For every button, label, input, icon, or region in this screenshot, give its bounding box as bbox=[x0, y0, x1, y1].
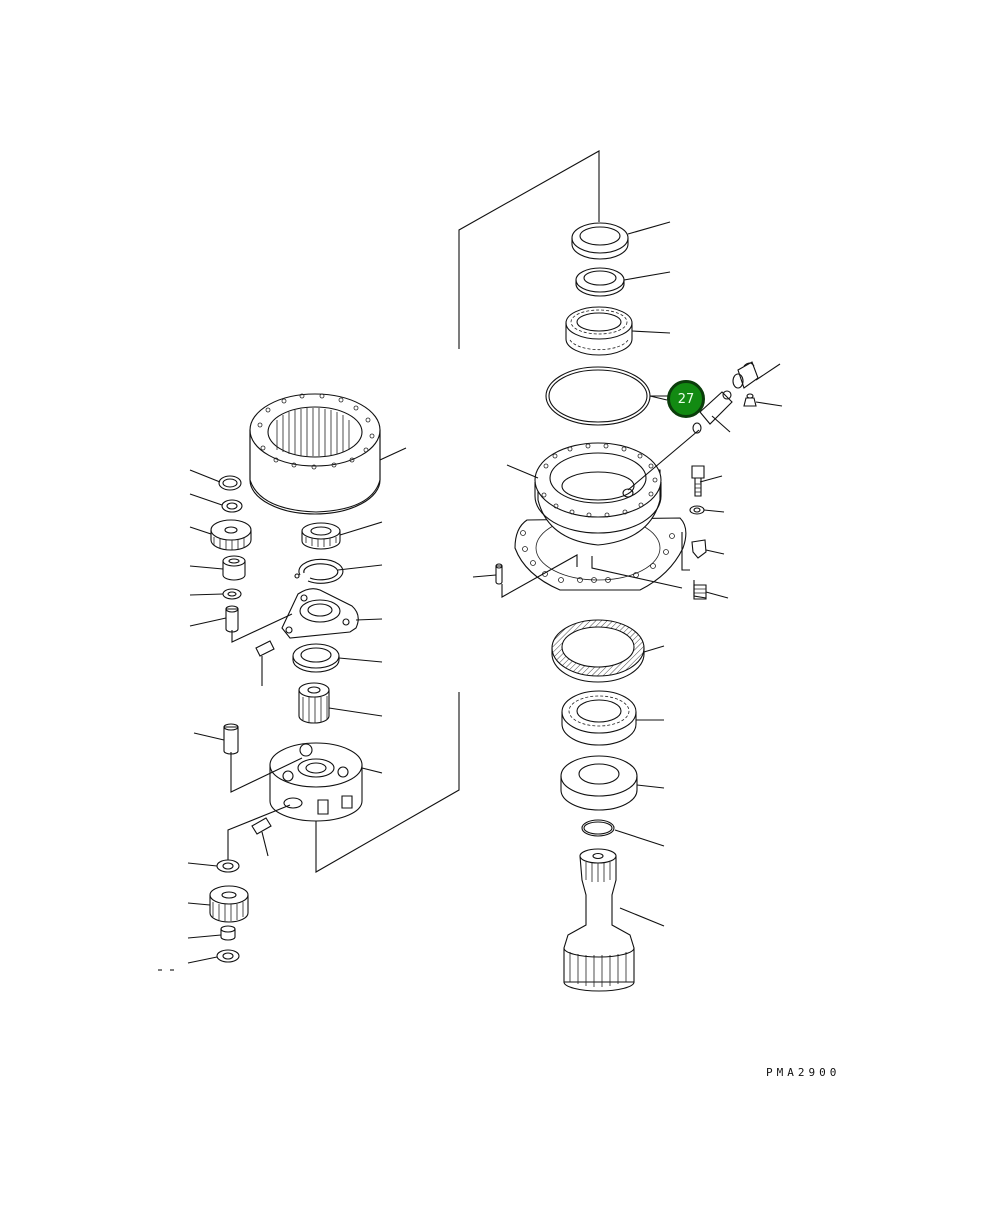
shaft-pin-long bbox=[223, 723, 239, 755]
planet-gear-upper bbox=[210, 519, 252, 551]
bolt-small bbox=[691, 465, 705, 497]
needle-bearing-lower bbox=[220, 925, 236, 941]
drawing-code-label: PMA2900 bbox=[766, 1066, 841, 1079]
washer-small bbox=[689, 505, 705, 515]
elbow-fitting bbox=[732, 361, 759, 389]
planet-shaft-upper bbox=[225, 605, 239, 633]
washer-mid bbox=[222, 588, 242, 600]
ring-gear bbox=[249, 393, 381, 515]
assembly-bracket-lines bbox=[315, 150, 600, 873]
planet-carrier-lower bbox=[269, 742, 363, 822]
leader-lines-right bbox=[472, 221, 783, 927]
o-ring-small bbox=[581, 819, 615, 837]
needle-bearing-carrier bbox=[301, 522, 341, 550]
thrust-ring-left bbox=[292, 643, 340, 673]
thrust-collar bbox=[560, 755, 638, 811]
motor-housing bbox=[514, 442, 687, 591]
pinion-shaft bbox=[563, 848, 635, 992]
washer-bottom bbox=[216, 949, 240, 963]
seal-ring-top bbox=[571, 222, 629, 260]
spacer-ring bbox=[575, 267, 625, 297]
needle-bearing-upper bbox=[222, 555, 246, 581]
dowel-pin-right bbox=[495, 563, 503, 585]
bearing-upper bbox=[565, 306, 633, 356]
snap-ring-carrier bbox=[294, 558, 344, 584]
o-ring-large bbox=[545, 366, 651, 426]
planet-carrier-upper bbox=[281, 588, 359, 639]
washer-upper bbox=[221, 499, 243, 513]
pipe-connector bbox=[692, 390, 733, 434]
callout-badge-27[interactable]: 27 bbox=[667, 380, 705, 418]
roll-pin-upper bbox=[255, 640, 275, 657]
roll-pin-lower bbox=[251, 817, 272, 835]
bearing-lower bbox=[561, 690, 637, 746]
grease-nipple bbox=[743, 393, 757, 407]
washer-lower bbox=[216, 859, 240, 873]
callout-leader bbox=[649, 395, 668, 401]
friction-plate bbox=[551, 619, 645, 683]
planet-gear-lower bbox=[209, 885, 249, 923]
plug-small bbox=[691, 539, 707, 559]
leader-lines-left bbox=[158, 447, 407, 971]
sun-gear bbox=[298, 682, 330, 724]
snap-ring-upper bbox=[218, 475, 242, 491]
